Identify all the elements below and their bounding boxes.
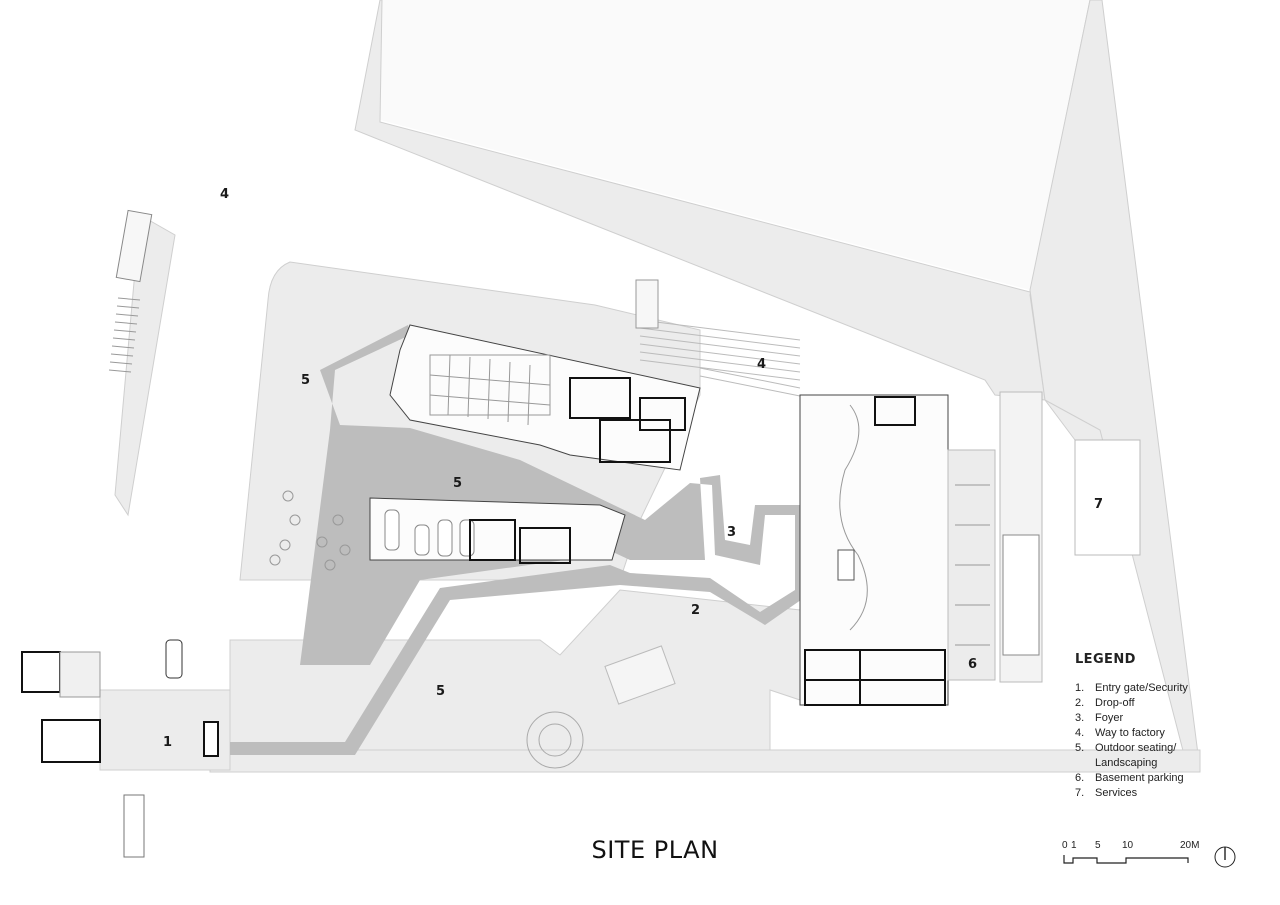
legend-item-text: Outdoor seating/ Landscaping — [1095, 742, 1177, 769]
service-strip — [209, 749, 1201, 773]
zone-label-drop-off: 2 — [691, 603, 700, 618]
north-arrow-icon — [1214, 846, 1236, 868]
scale-label-1: 1 — [1071, 840, 1077, 851]
scale-label-0: 0 — [1062, 840, 1068, 851]
north-canopy — [635, 279, 659, 329]
zone-label-parking: 6 — [968, 657, 977, 672]
zone-label-outdoor-middle: 5 — [453, 476, 462, 491]
east-road — [1029, 0, 1201, 771]
legend-item-text: Foyer — [1095, 712, 1124, 724]
meeting-core-walls — [469, 519, 571, 564]
scale-label-10: 10 — [1122, 840, 1134, 851]
atrium-landscape — [839, 404, 868, 631]
legend-item: 2. Drop-off — [1075, 696, 1265, 711]
gate-post — [203, 721, 219, 757]
legend-item: 5. Outdoor seating/ Landscaping — [1075, 741, 1265, 771]
zone-label-factory-way-north: 4 — [757, 357, 766, 372]
office-core-walls — [569, 377, 686, 463]
legend-item-text: Way to factory — [1095, 727, 1165, 739]
legend-item-number: 2. — [1075, 697, 1085, 709]
truck-icon — [115, 209, 153, 283]
truck-parking-bays — [108, 297, 141, 373]
legend: LEGEND 1. Entry gate/Security 2. Drop-off … — [1075, 652, 1265, 801]
legend-item-number: 7. — [1075, 787, 1085, 799]
zone-label-foyer: 3 — [727, 525, 736, 540]
meeting-wing — [369, 497, 626, 561]
security-booth-south — [41, 719, 101, 763]
factory-steps — [639, 319, 801, 397]
east-building-walls — [804, 396, 946, 706]
legend-item-text: Entry gate/Security — [1095, 682, 1188, 694]
scale-label-5: 5 — [1095, 840, 1101, 851]
legend-item-text: Drop-off — [1095, 697, 1135, 709]
drawing-title: SITE PLAN — [591, 836, 719, 864]
scale-bar-graphic — [1063, 855, 1189, 864]
zone-label-factory-way-west: 4 — [220, 187, 229, 202]
zone-label-outdoor-south: 5 — [436, 684, 445, 699]
zone-label-services: 7 — [1094, 497, 1103, 512]
legend-item-number: 5. — [1075, 742, 1085, 754]
legend-item: 6. Basement parking — [1075, 771, 1265, 786]
office-desk-grid — [429, 354, 551, 426]
legend-item: 3. Foyer — [1075, 711, 1265, 726]
legend-item-number: 3. — [1075, 712, 1085, 724]
factory-block — [380, 0, 1090, 290]
roundabout — [526, 711, 584, 769]
security-booth-north — [21, 651, 61, 693]
services-block — [1074, 439, 1141, 556]
legend-item-number: 4. — [1075, 727, 1085, 739]
legend-item: 1. Entry gate/Security — [1075, 681, 1265, 696]
south-ramp — [604, 645, 676, 705]
legend-item-number: 6. — [1075, 772, 1085, 784]
scale-bar: 0 1 5 10 20M — [1058, 840, 1208, 880]
zone-label-outdoor-west: 5 — [301, 373, 310, 388]
legend-item: 7. Services — [1075, 786, 1265, 801]
east-building — [799, 394, 949, 706]
legend-item: 4. Way to factory — [1075, 726, 1265, 741]
zone-label-entry-gate: 1 — [163, 735, 172, 750]
legend-item-text: Services — [1095, 787, 1138, 799]
parking-bays — [955, 484, 990, 646]
office-wing-north — [389, 324, 701, 471]
truck-icon — [123, 794, 145, 858]
roundabout-inner — [538, 723, 572, 757]
parking-ramp-inner — [1002, 534, 1040, 656]
scale-label-20: 20M — [1180, 840, 1200, 851]
security-booth-north-court — [59, 651, 101, 698]
legend-list: 1. Entry gate/Security 2. Drop-off 3. Foyer… — [1075, 681, 1265, 801]
legend-item-text: Basement parking — [1095, 772, 1184, 784]
west-lane — [114, 214, 176, 517]
landscape-trees — [269, 490, 351, 571]
car-icon — [165, 639, 183, 679]
east-stair — [837, 549, 855, 581]
legend-item-number: 1. — [1075, 682, 1085, 694]
legend-title: LEGEND — [1075, 652, 1136, 667]
